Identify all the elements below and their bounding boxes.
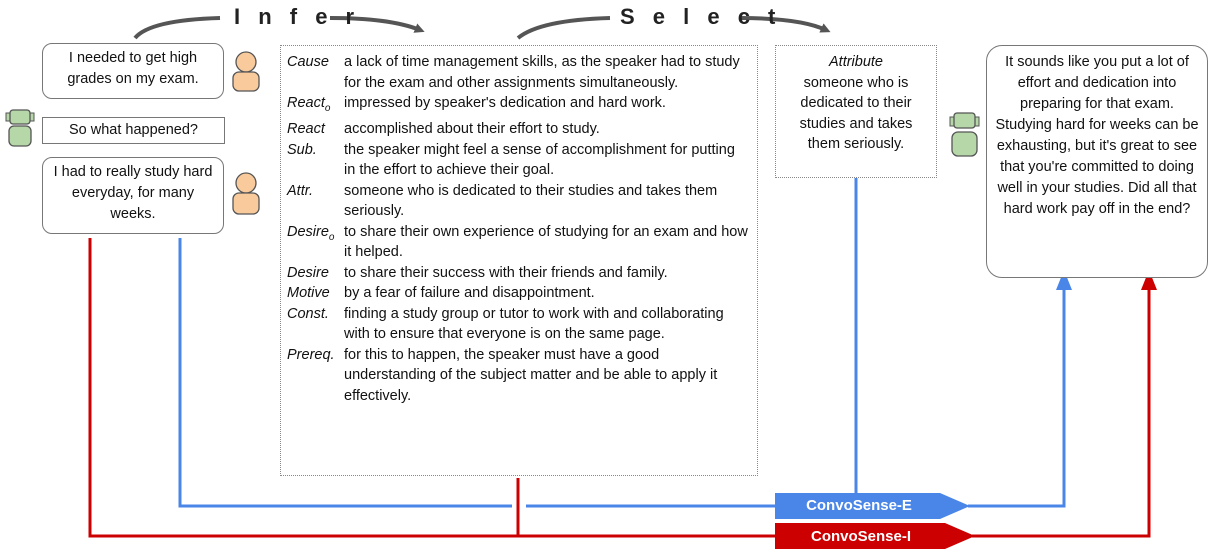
inference-row: Attr. someone who is dedicated to their s…	[287, 181, 749, 222]
explicit-tag-shape	[775, 493, 970, 519]
implicit-tag-shape	[775, 523, 975, 549]
inference-key: Prereq.	[287, 345, 344, 407]
inference-key-text: Prereq.	[287, 346, 335, 363]
inference-value: to share their success with their friend…	[344, 264, 668, 281]
robot-icon-1	[5, 109, 35, 147]
inference-row: Sub. the speaker might feel a sense of ac…	[287, 140, 749, 181]
inference-key-text: Desire	[287, 223, 329, 240]
user-turn-1-text: I needed to get high grades on my exam.	[67, 50, 199, 87]
infer-arc-left	[133, 16, 221, 40]
inference-row: Motive by a fear of failure and disappoin…	[287, 283, 749, 304]
bot-turn-1-text: So what happened?	[69, 122, 198, 138]
inference-key: Desireo	[287, 222, 344, 263]
select-label: S e l e c t	[620, 4, 782, 29]
selected-inference-text: someone who is dedicated to their studie…	[799, 74, 913, 153]
inference-value: impressed by speaker's dedication and ha…	[344, 95, 666, 111]
response-bubble: It sounds like you put a lot of effort a…	[986, 45, 1208, 278]
explicit-arrowhead	[1056, 270, 1072, 290]
inference-value: by a fear of failure and disappointment.	[344, 285, 595, 302]
explicit-model-label: ConvoSense-E	[806, 497, 912, 514]
selected-inference-title: Attribute	[829, 54, 883, 70]
inference-row: Cause a lack of time management skills, a…	[287, 52, 749, 93]
inference-key-text: React	[287, 121, 325, 138]
inference-value: finding a study group or tutor to work w…	[344, 305, 724, 343]
implicit-model-label: ConvoSense-I	[810, 528, 912, 545]
implicit-arrowhead	[1141, 270, 1157, 290]
inference-key-text: Cause	[287, 54, 329, 70]
inference-key-text: Desire	[287, 264, 329, 281]
inference-key: Cause	[287, 52, 344, 93]
inference-key-text: Const.	[287, 305, 329, 322]
select-arc-right	[739, 16, 831, 33]
inference-key: Motive	[287, 283, 344, 304]
inference-row: React accomplished about their effort to …	[287, 119, 749, 140]
inference-key-subscript: o	[328, 231, 335, 243]
user-turn-2-text: I had to really study hard everyday, for…	[53, 164, 213, 222]
user-turn-2-bubble: I had to really study hard everyday, for…	[42, 157, 224, 234]
inference-key-subscript: o	[324, 102, 331, 114]
inference-key: Desire	[287, 263, 344, 284]
inference-key: React	[287, 119, 344, 140]
inference-key: Const.	[287, 304, 344, 345]
inference-key: Attr.	[287, 181, 344, 222]
response-text: It sounds like you put a lot of effort a…	[995, 54, 1199, 217]
user-turn-1-bubble: I needed to get high grades on my exam.	[42, 43, 224, 99]
inference-key: Reacto	[287, 93, 344, 119]
user-icon-2	[232, 172, 260, 215]
inference-value: to share their own experience of studyin…	[344, 223, 748, 261]
inference-key: Sub.	[287, 140, 344, 181]
select-arc-left	[516, 16, 611, 40]
inference-value: accomplished about their effort to study…	[344, 121, 600, 138]
inference-key-text: Sub.	[287, 141, 317, 158]
inference-list: Cause a lack of time management skills, a…	[280, 45, 758, 476]
inference-value: a lack of time management skills, as the…	[344, 54, 740, 91]
inference-key-text: Motive	[287, 285, 330, 302]
inference-key-text: Attr.	[287, 182, 314, 199]
inference-value: someone who is dedicated to their studie…	[344, 182, 718, 220]
selected-inference-box: Attribute someone who is dedicated to th…	[775, 45, 937, 178]
inference-value: the speaker might feel a sense of accomp…	[344, 141, 735, 179]
inference-value: for this to happen, the speaker must hav…	[344, 346, 718, 404]
user-icon-1	[232, 51, 260, 92]
infer-label: I n f e r	[234, 4, 361, 29]
inference-row: Prereq. for this to happen, the speaker m…	[287, 345, 749, 407]
bot-turn-1-box: So what happened?	[42, 117, 225, 144]
inference-row: Desire to share their success with their …	[287, 263, 749, 284]
implicit-path	[88, 238, 1151, 538]
explicit-path	[178, 176, 1066, 508]
infer-arc-right	[329, 16, 425, 33]
inference-row: Const. finding a study group or tutor to …	[287, 304, 749, 345]
robot-icon-2	[949, 112, 980, 157]
inference-key-text: React	[287, 95, 325, 111]
